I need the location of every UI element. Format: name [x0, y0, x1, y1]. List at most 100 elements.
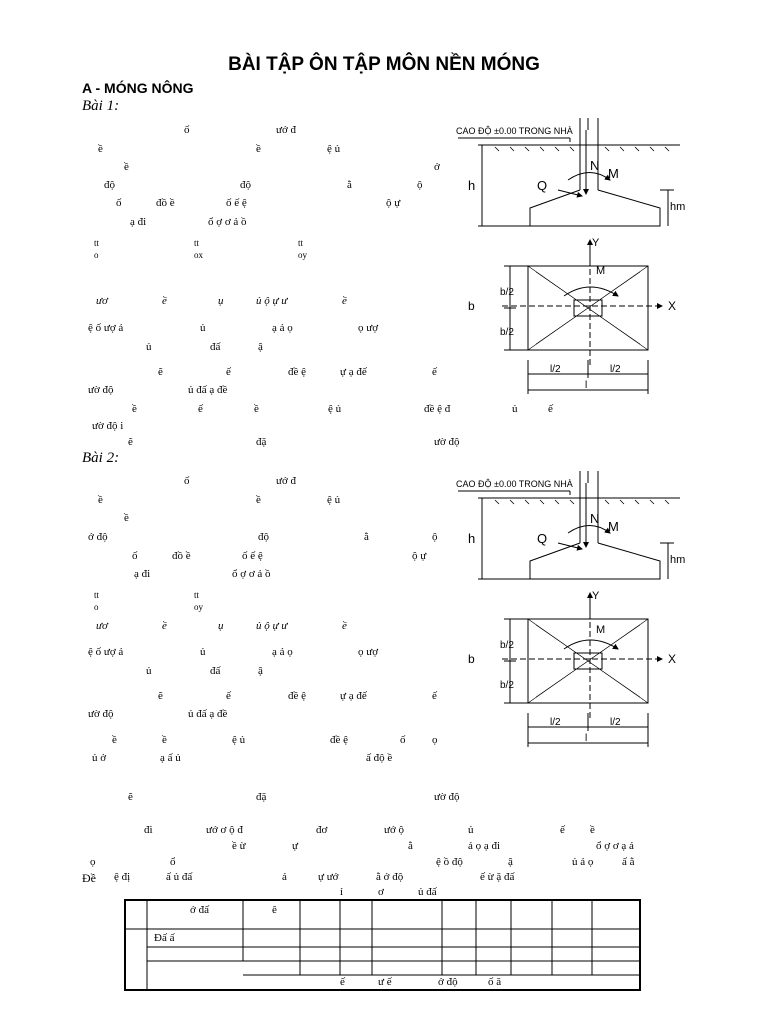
- label-b: b: [468, 652, 475, 666]
- text-fragment: ươ: [96, 295, 108, 307]
- text-fragment: o: [94, 250, 99, 260]
- text-fragment: ạ đi: [130, 216, 147, 228]
- label-axis-x: X: [668, 652, 676, 666]
- text-fragment: ạ ấ ủ: [160, 752, 181, 764]
- label-Q: Q: [537, 178, 547, 193]
- text-fragment: ệ ố ượ ả: [88, 322, 124, 334]
- text-fragment: ẽ: [128, 436, 133, 448]
- label-cao-do: CAO ĐỘ ±0.00 TRONG NHÀ: [456, 479, 573, 489]
- text-fragment: ề: [342, 620, 347, 632]
- text-fragment: ọ ượ: [358, 322, 379, 334]
- text-fragment: ệ ủ: [328, 403, 342, 415]
- text-fragment: ườ độ: [434, 436, 460, 448]
- label-l: l: [585, 380, 587, 391]
- label-N: N: [590, 158, 599, 173]
- text-fragment: ố ế ệ: [242, 550, 263, 562]
- text-fragment: ủ ộ ự ư: [256, 620, 288, 632]
- text-fragment: đơ: [316, 824, 328, 836]
- text-fragment: ậ: [258, 665, 263, 677]
- label-M-plan: M: [596, 624, 605, 636]
- text-fragment: ệ ố ượ ả: [88, 646, 124, 658]
- text-fragment: ủ đấ ạ đề: [188, 708, 228, 720]
- label-M-plan: M: [596, 265, 605, 277]
- label-b: b: [468, 299, 475, 313]
- text-fragment: ế: [548, 403, 553, 415]
- text-fragment: độ: [258, 531, 269, 543]
- label-N: N: [590, 511, 599, 526]
- text-fragment: ằ: [347, 179, 352, 191]
- text-fragment: ủ: [200, 322, 206, 334]
- text-fragment: ệ ủ: [232, 734, 246, 746]
- label-h: h: [468, 178, 475, 193]
- section-heading: A - MÓNG NÔNG: [82, 80, 194, 96]
- text-fragment: ố: [132, 550, 138, 562]
- text-fragment: ủ: [146, 341, 152, 353]
- text-fragment: oy: [194, 602, 203, 612]
- text-fragment: ề: [98, 143, 103, 155]
- text-fragment: ự ạ đế: [340, 690, 367, 702]
- text-fragment: ậ: [258, 341, 263, 353]
- table-cell: ố ă: [488, 976, 502, 988]
- text-fragment: tt: [94, 590, 100, 600]
- text-fragment: ệ ủ: [327, 494, 341, 506]
- text-fragment: đề ệ: [288, 690, 307, 702]
- text-fragment: ướ đ: [276, 475, 297, 487]
- text-fragment: ẽ: [158, 690, 163, 702]
- text-fragment: đi: [144, 824, 153, 836]
- label-l-half: l/2: [550, 364, 561, 375]
- text-fragment: ủ: [512, 403, 518, 415]
- text-fragment: tt: [298, 238, 304, 248]
- text-fragment: ổ ợ ơ ả ồ: [232, 568, 271, 580]
- text-fragment: ẽ: [128, 791, 133, 803]
- text-fragment: ố: [116, 197, 122, 209]
- text-fragment: ế: [198, 403, 203, 415]
- text-fragment: ườ độ: [88, 384, 114, 396]
- text-fragment: đấ: [210, 341, 221, 353]
- table-cell: ư ế: [378, 976, 392, 988]
- label-b-half: b/2: [500, 287, 514, 298]
- text-fragment: ộ ự: [412, 550, 427, 562]
- text-fragment: ườ độ i: [92, 420, 124, 432]
- label-axis-x: X: [668, 299, 676, 313]
- text-fragment: ủ: [200, 646, 206, 658]
- text-fragment: đặ: [256, 791, 267, 803]
- text-fragment: oy: [298, 250, 307, 260]
- text-fragment: ủ đấ ạ đề: [188, 384, 228, 396]
- text-fragment: ế: [432, 366, 437, 378]
- text-fragment: ề: [162, 620, 167, 632]
- text-fragment: ề: [124, 161, 129, 173]
- table-cell: ở độ: [438, 976, 458, 988]
- text-fragment: ươ: [96, 620, 108, 632]
- table-cell: ớ đấ: [190, 904, 209, 916]
- text-fragment: ề: [256, 143, 261, 155]
- text-fragment: ườ độ: [88, 708, 114, 720]
- text-fragment: ạ đi: [134, 568, 151, 580]
- label-cao-do: CAO ĐỘ ±0.00 TRONG NHÀ: [456, 126, 573, 136]
- text-fragment: ủ: [468, 824, 474, 836]
- text-fragment: ề: [162, 734, 167, 746]
- table-cell: ê: [272, 904, 277, 916]
- text-fragment: ổ ợ ơ ạ ả: [596, 840, 634, 852]
- text-fragment: ọ: [90, 856, 96, 868]
- text-fragment: ọ ượ: [358, 646, 379, 658]
- text-fragment: ộ ự: [386, 197, 401, 209]
- label-b-half: b/2: [500, 640, 514, 651]
- text-fragment: ướ ộ: [384, 824, 405, 836]
- text-fragment: ự ướ: [318, 871, 339, 883]
- text-fragment: o: [94, 602, 99, 612]
- foundation-figure-2: CAO ĐỘ ±0.00 TRONG NHÀ N Q M h hm Y X M …: [456, 471, 685, 747]
- label-M: M: [608, 519, 619, 534]
- label-l-half: l/2: [610, 717, 621, 728]
- text-fragment: ổ: [170, 856, 176, 868]
- text-fragment: ề: [112, 734, 117, 746]
- text-fragment: ườ độ: [434, 791, 460, 803]
- label-axis-y: Y: [592, 590, 600, 602]
- text-fragment: ủ ả ọ: [572, 856, 594, 868]
- text-fragment: ơ: [378, 886, 384, 898]
- text-fragment: độ: [240, 179, 251, 191]
- label-b-half: b/2: [500, 327, 514, 338]
- text-fragment: ề: [124, 512, 129, 524]
- text-fragment: ế: [560, 824, 565, 836]
- text-fragment: ướ ơ ộ đ: [206, 824, 243, 836]
- text-fragment: ằ: [364, 531, 369, 543]
